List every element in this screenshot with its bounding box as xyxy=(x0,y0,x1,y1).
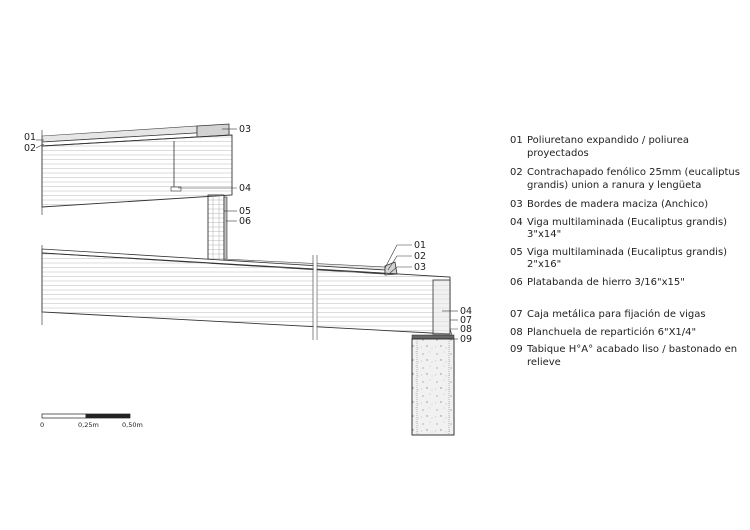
upper-roof-assembly xyxy=(41,123,233,215)
legend-text: Platabanda de hierro 3/16"x15" xyxy=(527,276,685,288)
legend-text: Viga multilaminada (Eucaliptus grandis) … xyxy=(527,216,728,241)
callout-06-upper: 06 xyxy=(239,216,251,227)
legend-text: Caja metálica para fijación de vigas xyxy=(527,309,706,320)
legend-text: Poliuretano expandido / poliurea proyect… xyxy=(527,135,689,159)
legend-num: 08 xyxy=(510,326,523,338)
legend-item-07: 07 Caja metálica para fijación de vigas xyxy=(510,309,745,322)
lower-roof-assembly xyxy=(41,245,451,340)
leader-lines xyxy=(35,128,458,340)
scale-label-025: 0,25m xyxy=(78,421,99,429)
callout-05-upper: 05 xyxy=(239,206,251,217)
legend-num: 06 xyxy=(510,276,523,288)
legend-text: Contrachapado fenólico 25mm (eucaliptus … xyxy=(527,167,740,191)
legend-item-04: 04 Viga multilaminada (Eucaliptus grandi… xyxy=(510,217,745,242)
legend-text: Tabique H°A° acabado liso / bastonado en… xyxy=(527,344,738,368)
upper-glulam-beam xyxy=(41,134,233,208)
legend-item-03: 03 Bordes de madera maciza (Anchico) xyxy=(510,199,745,212)
scale-bar: 0 0,25m 0,50m xyxy=(40,413,143,429)
steel-box xyxy=(432,279,451,335)
callout-02-upper: 02 xyxy=(24,143,36,154)
legend-item-02: 02 Contrachapado fenólico 25mm (eucalipt… xyxy=(510,167,745,192)
callouts: 01 02 03 04 05 06 01 02 03 04 07 08 09 xyxy=(24,124,472,345)
legend-num: 07 xyxy=(510,309,523,320)
callout-02-mid: 02 xyxy=(414,251,426,262)
legend-num: 02 xyxy=(510,167,523,178)
callout-01-upper: 01 xyxy=(24,132,36,143)
callout-08-lower: 08 xyxy=(460,324,472,335)
legend: 01 Poliuretano expandido / poliurea proy… xyxy=(510,135,745,369)
callout-03-mid: 03 xyxy=(414,262,426,273)
legend-text: Viga multilaminada (Eucaliptus grandis) … xyxy=(527,246,728,271)
scale-label-0: 0 xyxy=(40,421,44,429)
legend-text: Planchuela de repartición 6"X1/4" xyxy=(527,326,697,338)
post-glulam xyxy=(207,194,225,262)
callout-09-lower: 09 xyxy=(460,334,472,345)
callout-04-upper: 04 xyxy=(239,183,251,194)
callout-01-mid: 01 xyxy=(414,240,426,251)
post-steel-plate xyxy=(223,196,228,262)
legend-item-09: 09 Tabique H°A° acabado liso / bastonado… xyxy=(510,344,745,369)
vertical-post xyxy=(207,194,228,262)
legend-text: Bordes de madera maciza (Anchico) xyxy=(527,199,709,210)
callout-03-upper: 03 xyxy=(239,124,251,135)
legend-num: 01 xyxy=(510,135,523,146)
legend-item-08: 08 Planchuela de repartición 6"X1/4" xyxy=(510,327,745,340)
callout-07-lower: 07 xyxy=(460,315,472,326)
concrete-partition xyxy=(411,338,455,436)
concrete-wall xyxy=(411,334,455,436)
legend-num: 05 xyxy=(510,246,523,258)
callout-04-lower: 04 xyxy=(460,306,472,317)
distribution-plate xyxy=(411,334,455,340)
legend-num: 04 xyxy=(510,216,523,228)
legend-item-05: 05 Viga multilaminada (Eucaliptus grandi… xyxy=(510,247,745,272)
legend-item-01: 01 Poliuretano expandido / poliurea proy… xyxy=(510,135,745,160)
legend-num: 03 xyxy=(510,199,523,210)
legend-num: 09 xyxy=(510,344,523,355)
legend-item-06: 06 Platabanda de hierro 3/16"x15" xyxy=(510,277,745,290)
scale-label-050: 0,50m xyxy=(122,421,143,429)
